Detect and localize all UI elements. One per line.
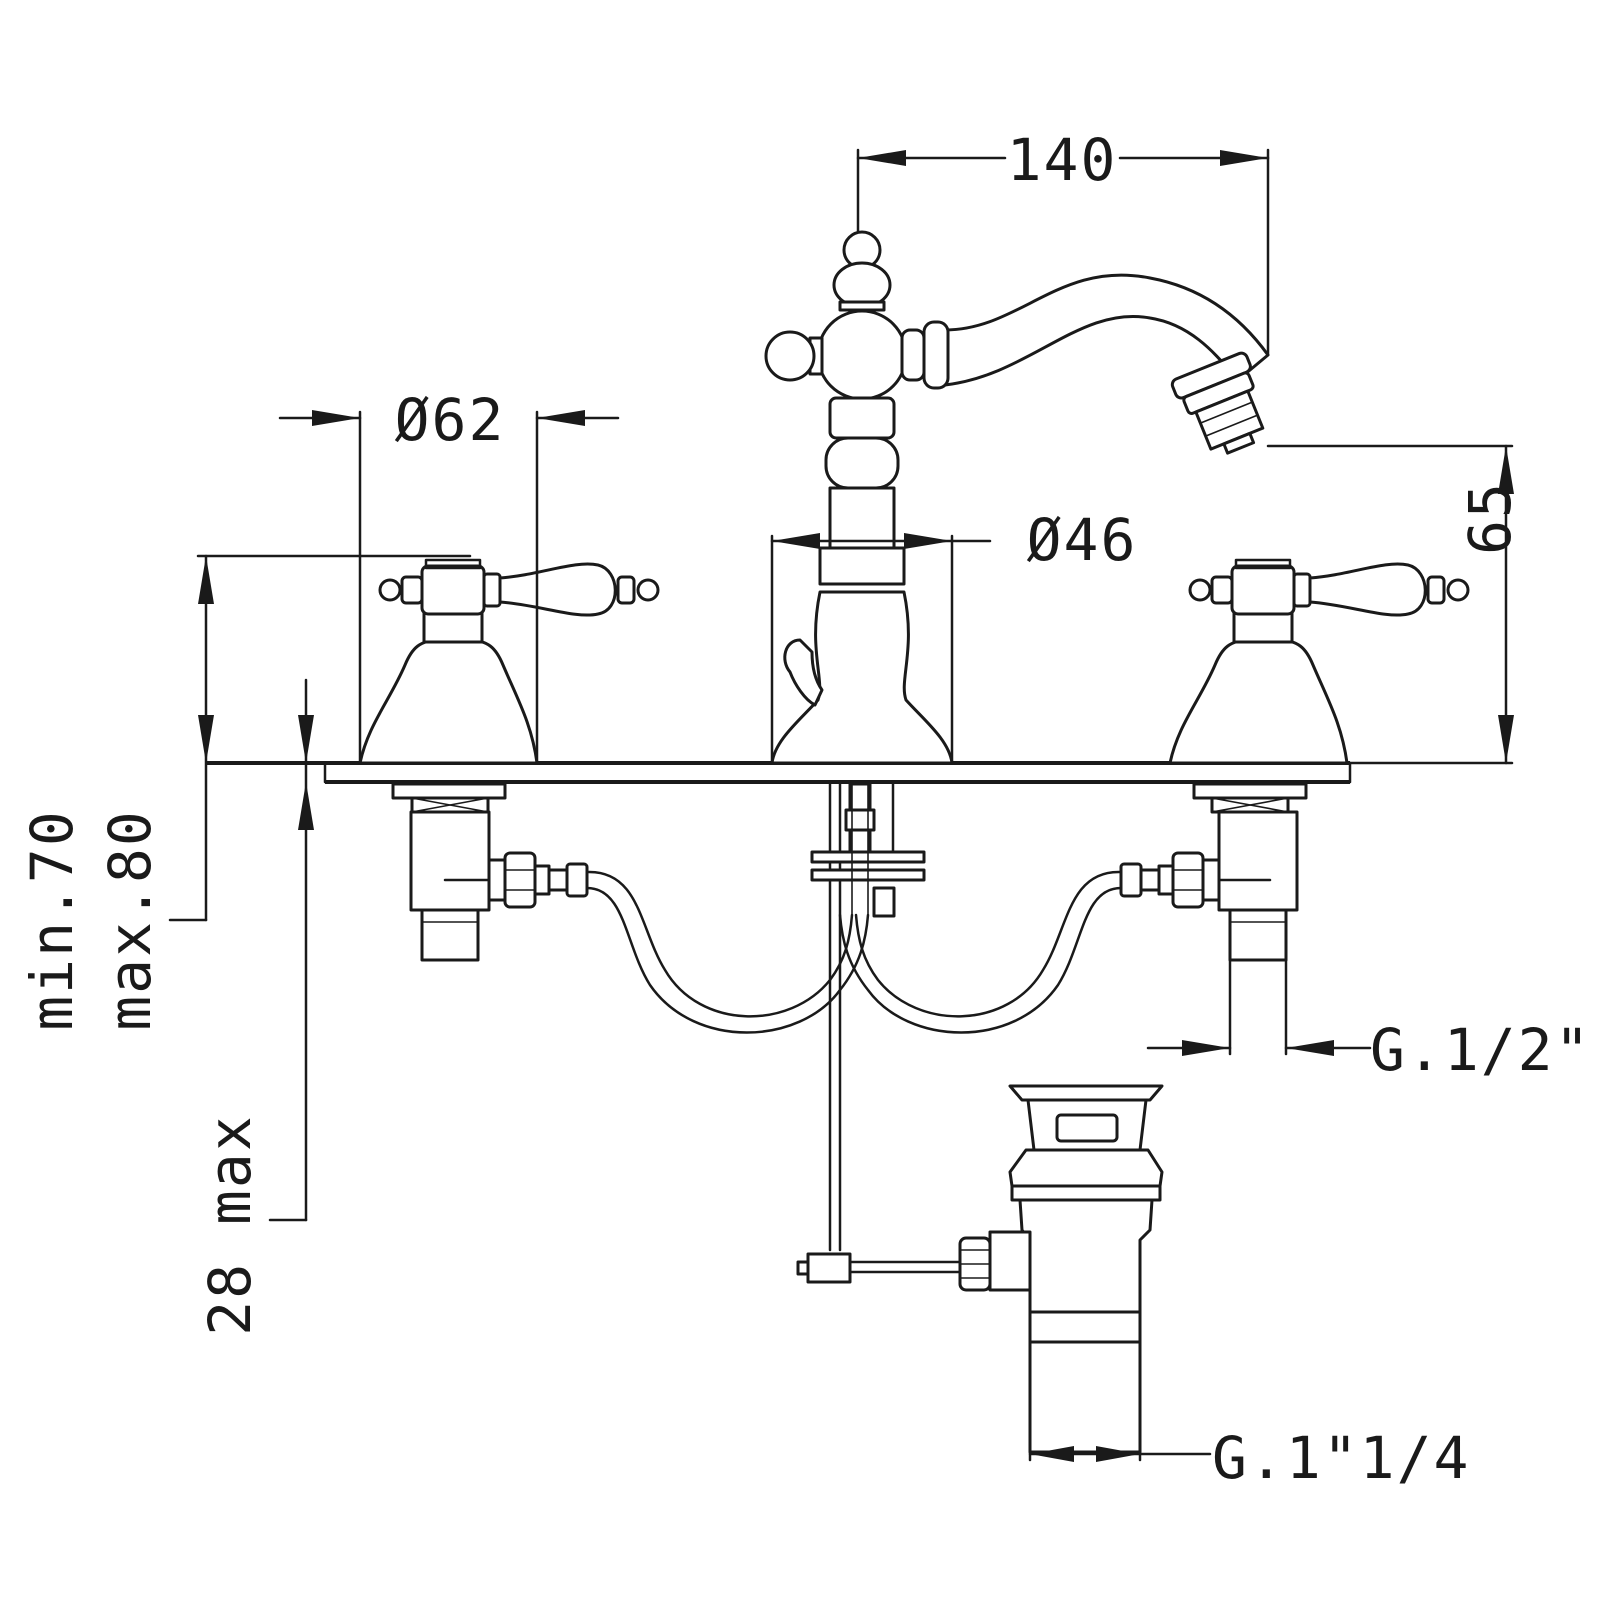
- dim-spout-height: 65: [1456, 481, 1524, 555]
- popup-waste: [796, 1084, 1164, 1454]
- left-valve-handle: [358, 558, 660, 765]
- dim-deck-thickness-min: min.70: [18, 809, 86, 1031]
- dim-below-deck-max: 28 max: [196, 1114, 264, 1336]
- dim-supply-thread: G.1/2": [1370, 1016, 1592, 1084]
- dim-spout-reach: 140: [1007, 126, 1118, 194]
- dim-waste-thread: G.1"1/4: [1212, 1424, 1470, 1492]
- deck-plate: [205, 761, 1352, 784]
- center-mounting-assembly: [810, 780, 926, 1252]
- dim-spout-base-diameter: Ø46: [1027, 506, 1138, 574]
- right-valve-handle: [1168, 558, 1470, 765]
- dim-deck-thickness-max: max.80: [96, 809, 164, 1031]
- spout-body: [764, 230, 1270, 765]
- right-under-deck-valve: [1119, 782, 1308, 962]
- left-under-deck-valve: [391, 782, 589, 962]
- dim-handle-diameter: Ø62: [395, 386, 506, 454]
- dimension-lines: [168, 148, 1514, 1462]
- flex-hoses: [585, 870, 1123, 1034]
